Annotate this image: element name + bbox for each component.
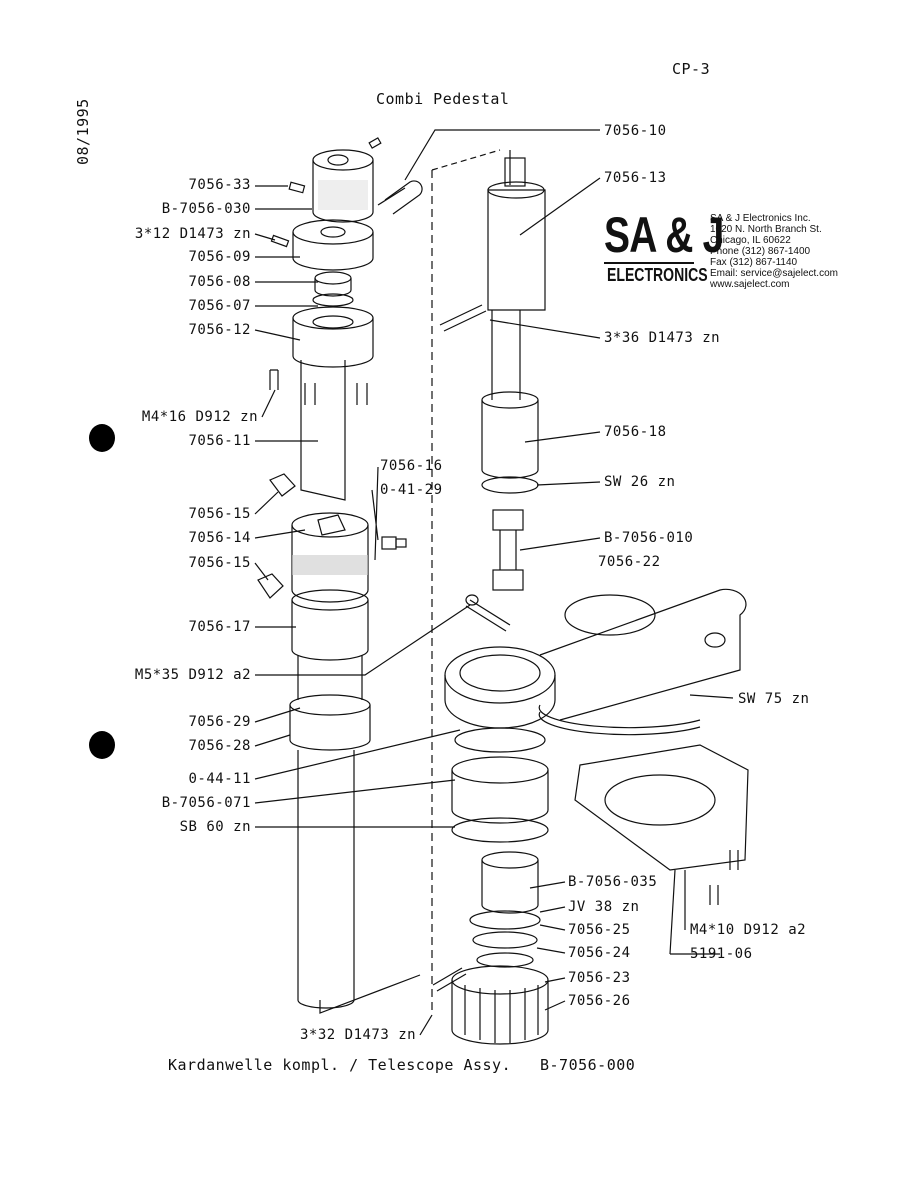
contact-line: Fax (312) 867-1140 xyxy=(710,257,798,268)
part-label: 7056-28 xyxy=(188,738,251,754)
binder-hole xyxy=(89,731,115,759)
part-label: 7056-23 xyxy=(568,970,631,986)
screw-right-part xyxy=(709,850,739,905)
part-label: 7056-24 xyxy=(568,945,631,961)
part-label: 7056-10 xyxy=(604,123,667,139)
part-label: M4*10 D912 a2 xyxy=(690,922,807,938)
contact-line: 1020 N. North Branch St. xyxy=(710,224,822,235)
bearing-stack-part xyxy=(451,727,549,843)
cardan-joint-part xyxy=(291,512,369,603)
contact-line: SA & J Electronics Inc. xyxy=(710,213,811,224)
contact-line: Chicago, IL 60622 xyxy=(710,235,791,246)
part-label: SB 60 zn xyxy=(179,819,251,835)
logo-divider xyxy=(604,262,694,264)
contact-line: Phone (312) 867-1400 xyxy=(710,246,811,257)
block-part xyxy=(257,473,296,599)
part-label: 7056-16 xyxy=(380,458,443,474)
clamp-bracket-part xyxy=(574,744,749,871)
small-ring-part xyxy=(312,271,354,307)
washer-part xyxy=(481,476,539,494)
sheet-code: CP-3 xyxy=(672,60,711,78)
part-label: 0-41-29 xyxy=(380,482,443,498)
part-label: 7056-15 xyxy=(188,506,251,522)
part-label: 7056-11 xyxy=(188,433,251,449)
part-label: 7056-12 xyxy=(188,322,251,338)
contact-line: Email: service@sajelect.com xyxy=(710,268,838,279)
sleeve-part xyxy=(292,306,374,368)
part-label: 7056-07 xyxy=(188,298,251,314)
part-label: JV 38 zn xyxy=(568,899,640,915)
part-label: B-7056-030 xyxy=(161,201,251,217)
part-label: 0-44-11 xyxy=(188,771,251,787)
part-label: B-7056-071 xyxy=(161,795,251,811)
knob-part xyxy=(451,965,549,1045)
part-label: 7056-17 xyxy=(188,619,251,635)
part-label: 5191-06 xyxy=(690,946,753,962)
part-label: SW 26 zn xyxy=(604,474,676,490)
upper-shaft-part xyxy=(487,150,546,400)
part-label: 7056-14 xyxy=(188,530,251,546)
pin-part xyxy=(439,304,487,332)
part-label: 7056-18 xyxy=(604,424,667,440)
lower-collar-part xyxy=(289,694,371,751)
page-title: Combi Pedestal xyxy=(376,90,510,108)
small-pin-bottom-part xyxy=(432,967,467,992)
part-label: 3*32 D1473 zn xyxy=(300,1027,417,1043)
screws-part xyxy=(269,369,368,405)
assembly-code: B-7056-000 xyxy=(540,1056,636,1074)
part-label: 3*36 D1473 zn xyxy=(604,330,721,346)
part-label: SW 75 zn xyxy=(738,691,810,707)
part-label: M4*16 D912 zn xyxy=(141,409,258,425)
u-bolt-part xyxy=(377,180,423,215)
part-label: 7056-13 xyxy=(604,170,667,186)
bolt-part xyxy=(465,594,511,632)
small-pin-part xyxy=(270,137,382,248)
part-label: M5*35 D912 a2 xyxy=(134,667,251,683)
part-label: 7056-08 xyxy=(188,274,251,290)
tube-upper-part xyxy=(300,360,346,501)
setscrew-part xyxy=(381,536,407,550)
part-label: 7056-25 xyxy=(568,922,631,938)
middle-sleeve-part xyxy=(481,391,539,479)
contact-line: www.sajelect.com xyxy=(710,279,790,290)
company-contact: SA & J Electronics Inc. 1020 N. North Br… xyxy=(710,213,838,290)
part-label: 7056-22 xyxy=(598,554,661,570)
binder-hole xyxy=(89,424,115,452)
part-label: 7056-33 xyxy=(188,177,251,193)
mount-plate-part xyxy=(444,588,747,729)
collar-part xyxy=(292,219,374,271)
assembly-caption: Kardanwelle kompl. / Telescope Assy. xyxy=(168,1056,512,1074)
company-logo-subtitle: ELECTRONICS xyxy=(607,265,708,285)
company-logo: SA & J xyxy=(604,207,724,263)
part-label: B-7056-010 xyxy=(604,530,694,546)
clamp-ring-part xyxy=(538,704,701,736)
top-cap-part xyxy=(312,149,374,223)
part-label: 3*12 D1473 zn xyxy=(134,226,251,242)
bottom-bushing-part xyxy=(469,851,541,968)
part-label: 7056-29 xyxy=(188,714,251,730)
part-label: 7056-26 xyxy=(568,993,631,1009)
outer-tube-part xyxy=(291,589,369,700)
part-label: B-7056-035 xyxy=(568,874,658,890)
lower-shaft-part xyxy=(492,509,524,591)
main-tube-part xyxy=(297,750,355,1009)
part-label: 7056-15 xyxy=(188,555,251,571)
part-label: 7056-09 xyxy=(188,249,251,265)
